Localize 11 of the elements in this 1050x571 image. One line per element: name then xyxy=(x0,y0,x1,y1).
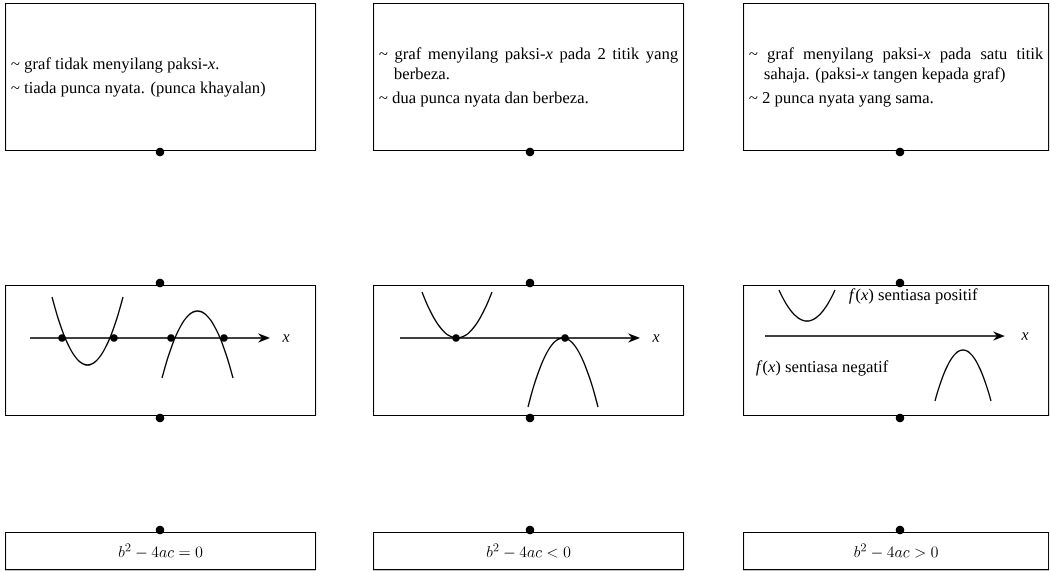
curve-label: f(x) sentiasa positif xyxy=(849,288,978,304)
text-box: ~ graf menyilang paksi-x pada satu titik sahaja. (paksi-x tangen kepada graf) ~ 2 punca nyata yang sama. xyxy=(743,3,1050,151)
formula-box: $b^2 - 4ac < 0$ xyxy=(373,532,685,571)
formula-box: $b^2 - 4ac > 0$ xyxy=(743,532,1050,571)
axis-label: x xyxy=(282,334,290,342)
formula-box: $b^2 - 4ac = 0$ xyxy=(5,532,317,571)
axis-label: x xyxy=(1021,332,1029,340)
axis-label: x xyxy=(652,334,660,342)
text-box: ~ graf menyilang paksi-x pada 2 titik yang berbeza. ~ dua punca nyata dan berbeza. xyxy=(373,3,685,151)
text-box: ~ graf tidak menyilang paksi-x. ~ tiada punca nyata. (punca khayalan) xyxy=(5,3,317,151)
curve-label: f(x) sentiasa negatif xyxy=(756,360,889,376)
